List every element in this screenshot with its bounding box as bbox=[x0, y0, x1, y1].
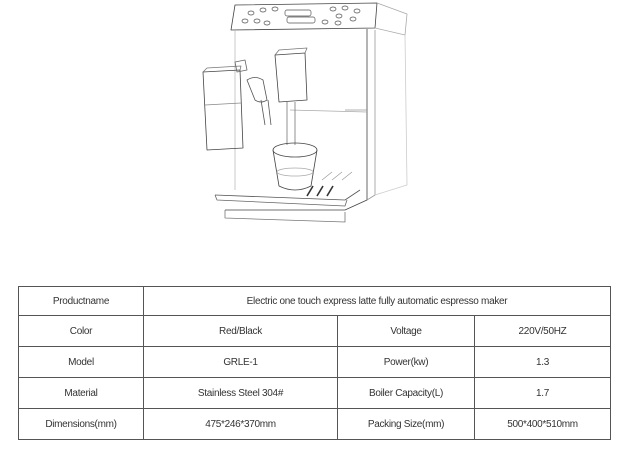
label-color: Color bbox=[18, 315, 144, 347]
label-material: Material bbox=[18, 377, 144, 409]
value-power: 1.3 bbox=[474, 346, 611, 378]
table-row-product-name: Productname Electric one touch express l… bbox=[18, 286, 611, 316]
table-row-dimensions: Dimensions(mm) 475*246*370mm Packing Siz… bbox=[18, 408, 611, 440]
table-row-model: Model GRLE-1 Power(kw) 1.3 bbox=[18, 346, 611, 378]
table-row-color: Color Red/Black Voltage 220V/50HZ bbox=[18, 315, 611, 347]
value-color: Red/Black bbox=[143, 315, 338, 347]
label-boiler-capacity: Boiler Capacity(L) bbox=[337, 377, 475, 409]
label-packing-size: Packing Size(mm) bbox=[337, 408, 475, 440]
label-model: Model bbox=[18, 346, 144, 378]
value-product-name: Electric one touch express latte fully a… bbox=[143, 286, 611, 316]
value-dimensions: 475*246*370mm bbox=[143, 408, 338, 440]
table-row-material: Material Stainless Steel 304# Boiler Cap… bbox=[18, 377, 611, 409]
value-voltage: 220V/50HZ bbox=[474, 315, 611, 347]
label-voltage: Voltage bbox=[337, 315, 475, 347]
value-boiler-capacity: 1.7 bbox=[474, 377, 611, 409]
value-material: Stainless Steel 304# bbox=[143, 377, 338, 409]
coffee-machine-illustration bbox=[195, 0, 425, 240]
spec-table: Productname Electric one touch express l… bbox=[18, 286, 611, 440]
label-power: Power(kw) bbox=[337, 346, 475, 378]
label-product-name: Productname bbox=[18, 286, 144, 316]
value-model: GRLE-1 bbox=[143, 346, 338, 378]
value-packing-size: 500*400*510mm bbox=[474, 408, 611, 440]
label-dimensions: Dimensions(mm) bbox=[18, 408, 144, 440]
